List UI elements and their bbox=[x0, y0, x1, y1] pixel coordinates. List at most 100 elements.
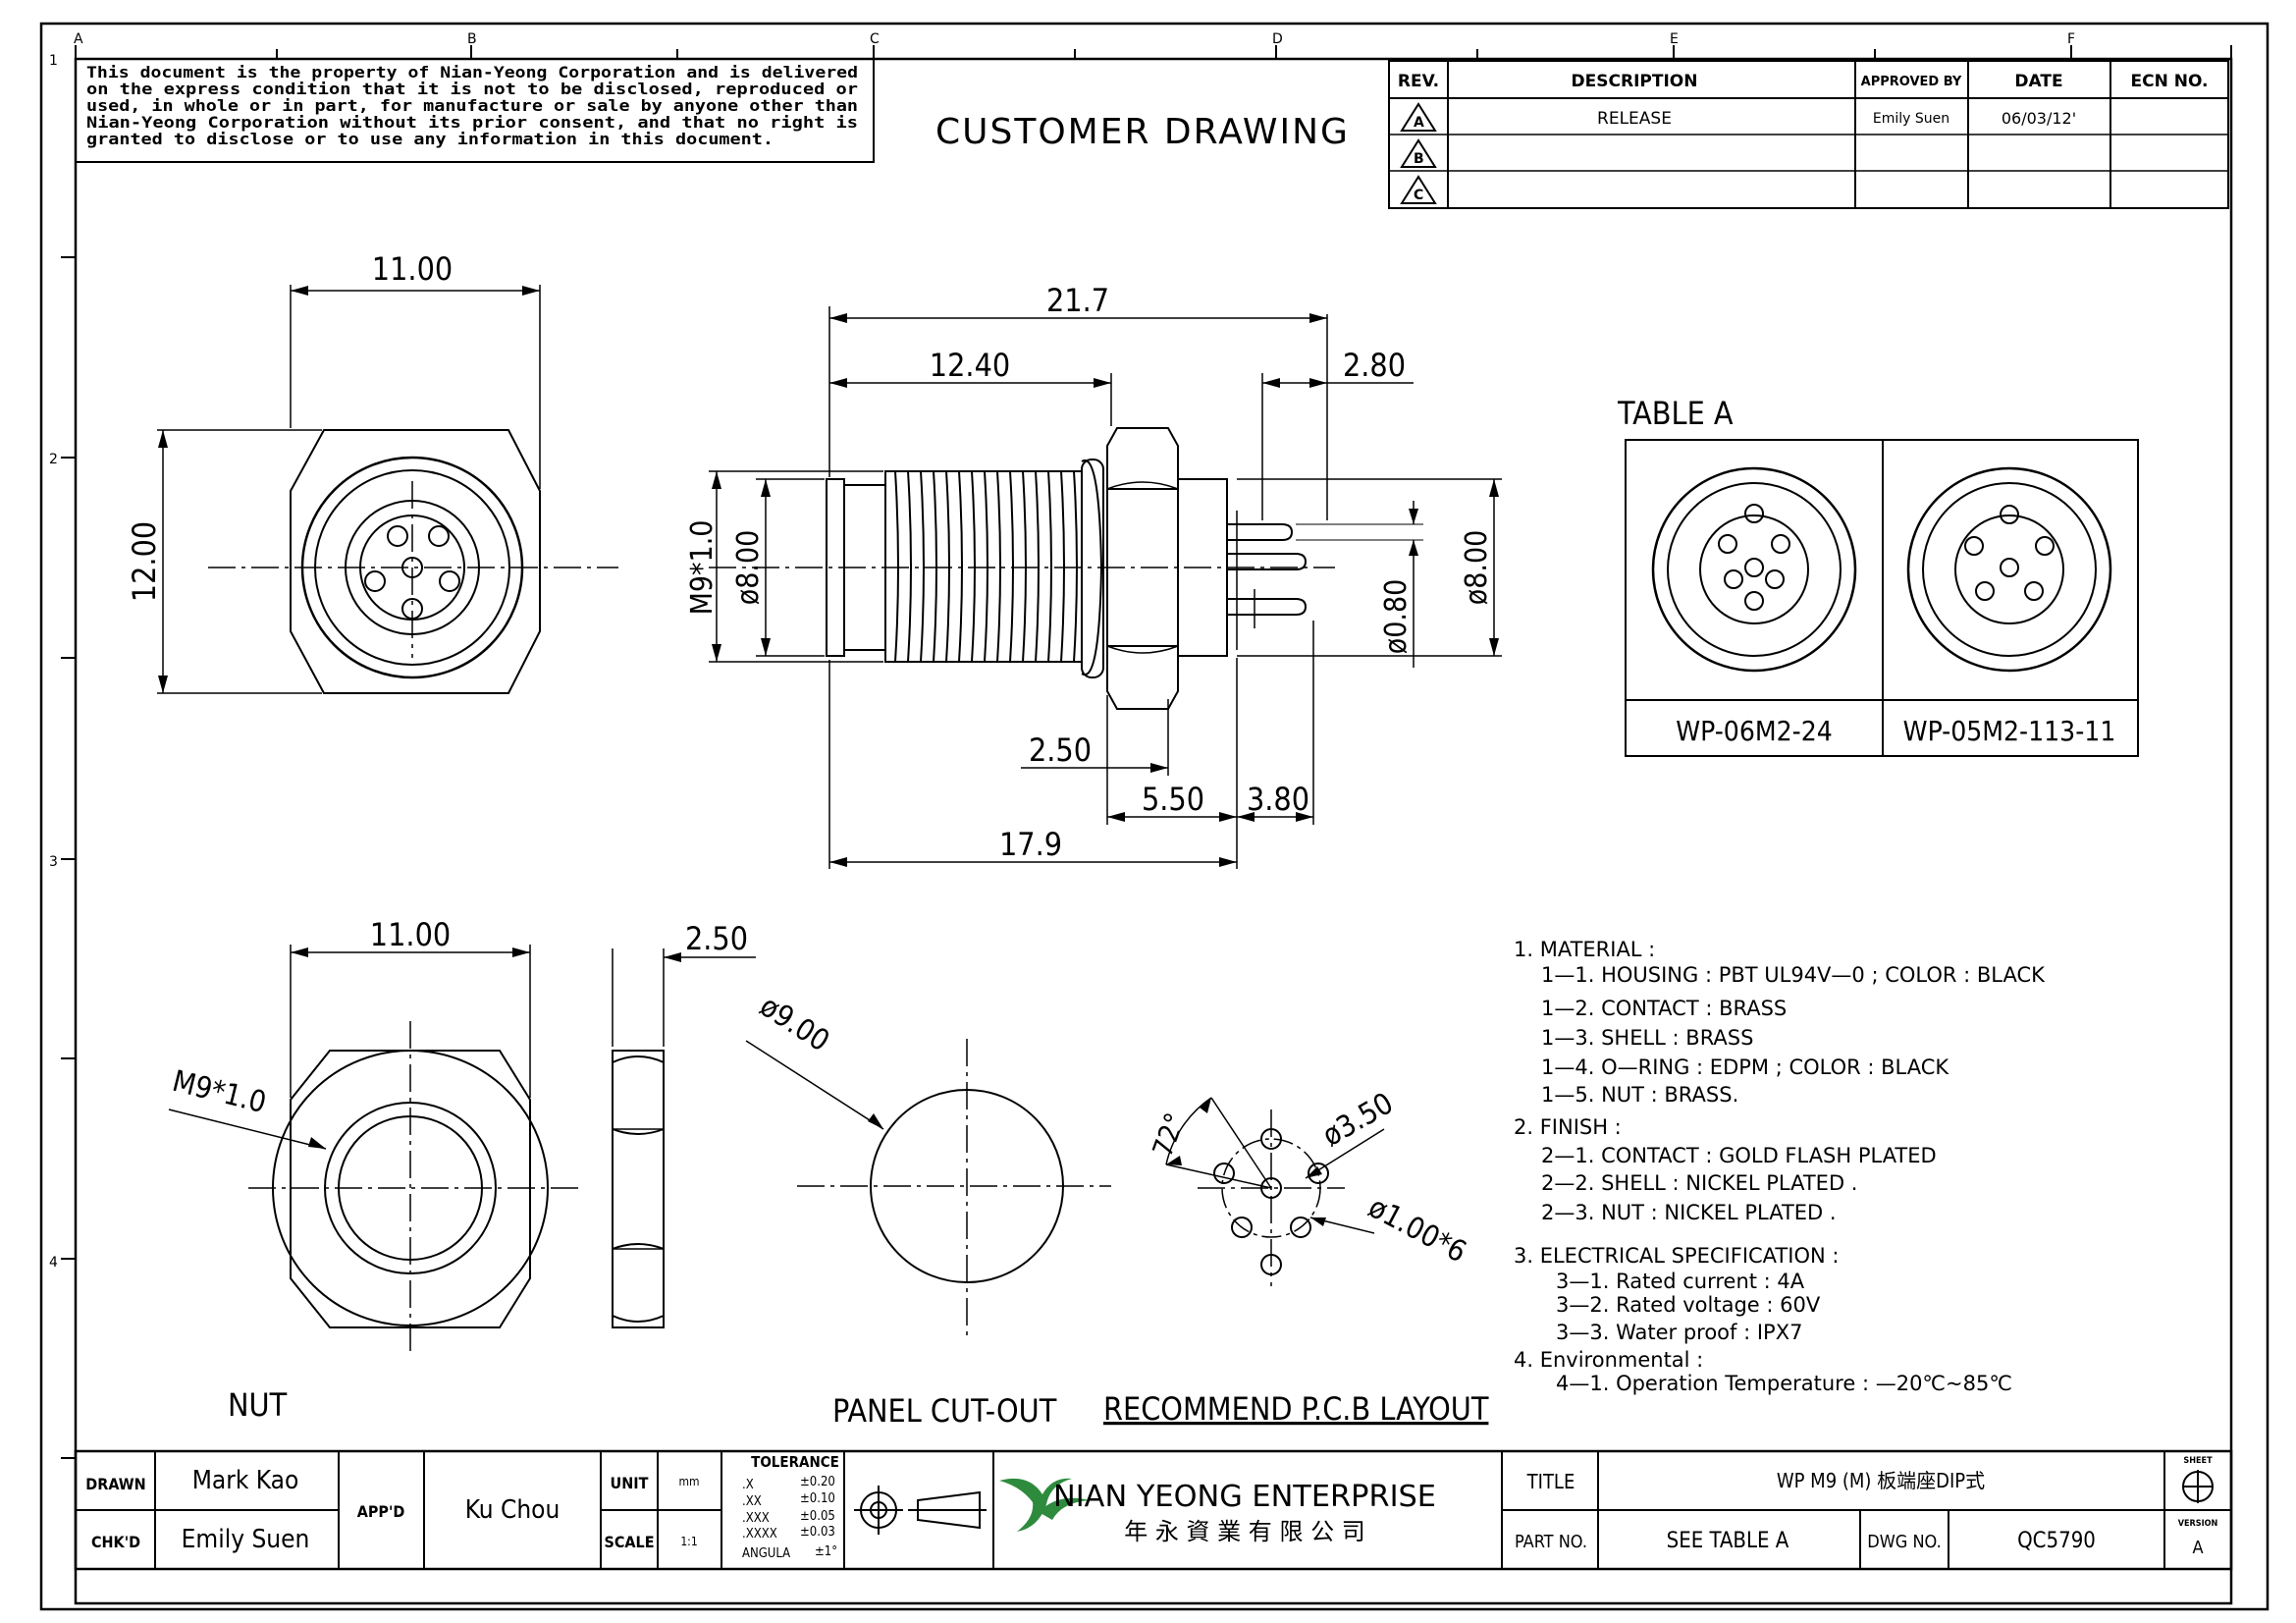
note-line: 3—2. Rated voltage : 60V bbox=[1556, 1293, 1821, 1317]
side-pin-length-dim: 2.80 bbox=[1343, 347, 1406, 384]
tb-tolerance-title: TOLERANCE bbox=[751, 1453, 839, 1471]
tb-scale-label: SCALE bbox=[604, 1533, 654, 1551]
side-rear-dia-dim: ø8.00 bbox=[1460, 530, 1494, 606]
notice-line: on the express condition that it is not … bbox=[86, 80, 858, 98]
note-line: 4—1. Operation Temperature : —20℃~85℃ bbox=[1556, 1372, 2012, 1395]
front-width-dim: 11.00 bbox=[372, 250, 453, 288]
side-pin-offset-dim: 3.80 bbox=[1247, 781, 1309, 818]
grid-col-f: F bbox=[2067, 31, 2075, 47]
rev-header-description: DESCRIPTION bbox=[1572, 72, 1698, 91]
tb-tol-val: ±1° bbox=[815, 1544, 837, 1559]
table-a-part-2: WP-05M2-113-11 bbox=[1903, 715, 2116, 747]
tb-tol-val: ±0.05 bbox=[800, 1509, 835, 1524]
tb-chkd-name: Emily Suen bbox=[182, 1525, 310, 1554]
side-body-length-dim: 17.9 bbox=[999, 826, 1062, 863]
note-line: 2—1. CONTACT : GOLD FLASH PLATED bbox=[1541, 1144, 1937, 1167]
inner-border bbox=[74, 57, 2233, 1605]
nut-caption: NUT bbox=[228, 1386, 288, 1424]
tb-version-value: A bbox=[2192, 1538, 2203, 1558]
revision-table: REV. DESCRIPTION APPROVED BY DATE ECN NO… bbox=[1388, 60, 2229, 209]
side-view: 21.7 12.40 2.80 M9*1.0 ø8.00 ø0.80 ø8.00 bbox=[685, 282, 1502, 869]
grid-col-e: E bbox=[1670, 31, 1679, 47]
panel-cutout-caption: PANEL CUT-OUT bbox=[832, 1392, 1057, 1430]
title-block: DRAWN Mark Kao CHK'D Emily Suen APP'D Ku… bbox=[74, 1449, 2233, 1571]
grid-col-d: D bbox=[1272, 31, 1283, 47]
grid-row-labels: 1 2 3 4 bbox=[49, 53, 58, 1271]
notice-text: This document is the property of Nian-Ye… bbox=[86, 63, 858, 148]
tb-drawn-name: Mark Kao bbox=[192, 1466, 299, 1495]
tb-title-value: WP M9 (M) 板端座DIP式 bbox=[1777, 1469, 1985, 1492]
notice-line: granted to disclose or to use any inform… bbox=[86, 130, 774, 148]
tb-tol-val: ±0.10 bbox=[800, 1491, 835, 1506]
pcb-pitch-dia-dim: ø3.50 bbox=[1317, 1086, 1400, 1154]
sheet-symbol-icon bbox=[2182, 1470, 2214, 1503]
tb-version-label: VERSION bbox=[2178, 1519, 2218, 1529]
tb-drawn-label: DRAWN bbox=[85, 1475, 145, 1493]
note-line: 1—4. O—RING : EDPM ; COLOR : BLACK bbox=[1541, 1055, 1949, 1079]
nut-width-dim: 11.00 bbox=[370, 916, 451, 953]
table-a-title: TABLE A bbox=[1617, 395, 1734, 432]
grid-row-3: 3 bbox=[49, 854, 58, 870]
side-nut-width-dim: 5.50 bbox=[1142, 781, 1204, 818]
rev-b-label: B bbox=[1414, 151, 1424, 167]
drawing-title: CUSTOMER DRAWING bbox=[935, 112, 1350, 152]
tb-dwg-no-label: DWG NO. bbox=[1867, 1532, 1941, 1552]
note-line: 1—3. SHELL : BRASS bbox=[1541, 1026, 1753, 1050]
table-a-part-1: WP-06M2-24 bbox=[1676, 715, 1833, 747]
rev-a-approved: Emily Suen bbox=[1873, 111, 1949, 127]
rev-header-ecn: ECN NO. bbox=[2131, 72, 2209, 91]
tb-title-label: TITLE bbox=[1526, 1470, 1575, 1493]
pcb-angle-dim: 72° bbox=[1147, 1109, 1192, 1161]
grid-col-c: C bbox=[870, 31, 880, 47]
grid-col-a: A bbox=[74, 31, 83, 47]
nut-thickness-dim: 2.50 bbox=[685, 920, 748, 957]
note-line: 3—3. Water proof : IPX7 bbox=[1556, 1321, 1802, 1344]
tb-appd-label: APP'D bbox=[357, 1502, 405, 1521]
pcb-layout: 72° ø3.50 ø1.00*6 RECOMMEND P.C.B LAYOUT bbox=[1103, 1086, 1489, 1428]
tb-tol-key: .XXX bbox=[742, 1511, 770, 1526]
rev-header-rev: REV. bbox=[1398, 72, 1439, 91]
note-line: 4. Environmental : bbox=[1514, 1348, 1703, 1372]
rev-header-approved: APPROVED BY bbox=[1861, 75, 1962, 89]
front-view: 11.00 12.00 bbox=[126, 250, 618, 694]
projection-symbol-icon bbox=[854, 1486, 987, 1535]
grid-ticks bbox=[61, 45, 2232, 1459]
tb-unit-label: UNIT bbox=[611, 1474, 649, 1492]
rev-c-label: C bbox=[1414, 188, 1423, 203]
side-thread-length-dim: 12.40 bbox=[930, 347, 1010, 384]
note-line: 1—5. NUT : BRASS. bbox=[1541, 1083, 1738, 1107]
rev-a-label: A bbox=[1414, 115, 1424, 131]
notice-line: This document is the property of Nian-Ye… bbox=[86, 63, 858, 81]
tb-scale-value: 1:1 bbox=[680, 1535, 697, 1548]
tb-chkd-label: CHK'D bbox=[91, 1533, 140, 1551]
grid-col-b: B bbox=[467, 31, 477, 47]
notice-line: Nian-Yeong Corporation without its prior… bbox=[86, 113, 858, 132]
tb-tol-key: .X bbox=[742, 1478, 754, 1492]
tb-tol-val: ±0.03 bbox=[800, 1525, 835, 1540]
notes: 1. MATERIAL : 1—1. HOUSING : PBT UL94V—0… bbox=[1514, 938, 2046, 1395]
note-line: 1—2. CONTACT : BRASS bbox=[1541, 997, 1787, 1020]
tb-unit-value: mm bbox=[678, 1475, 699, 1488]
pcb-layout-caption: RECOMMEND P.C.B LAYOUT bbox=[1103, 1390, 1489, 1428]
side-pin-dia-dim: ø0.80 bbox=[1379, 579, 1414, 655]
rev-header-date: DATE bbox=[2014, 72, 2062, 91]
notice-box bbox=[75, 58, 875, 163]
notice-line: used, in whole or in part, for manufactu… bbox=[86, 96, 858, 115]
panel-cutout-dia-dim: ø9.00 bbox=[754, 989, 835, 1058]
nut-thread-label: M9*1.0 bbox=[169, 1064, 269, 1120]
side-overall-length-dim: 21.7 bbox=[1046, 282, 1109, 319]
tb-company-name: NIAN YEONG ENTERPRISE bbox=[1053, 1480, 1436, 1514]
side-body-dia-dim: ø8.00 bbox=[731, 530, 766, 606]
front-height-dim: 12.00 bbox=[126, 521, 163, 602]
tb-sheet-label: SHEET bbox=[2183, 1456, 2213, 1466]
nut-view: 11.00 M9*1.0 2.50 NUT bbox=[168, 916, 756, 1424]
note-line: 1. MATERIAL : bbox=[1514, 938, 1655, 961]
rev-a-date: 06/03/12' bbox=[2002, 109, 2076, 128]
note-line: 2—2. SHELL : NICKEL PLATED . bbox=[1541, 1171, 1857, 1195]
side-nut-offset-dim: 2.50 bbox=[1029, 731, 1092, 769]
note-line: 3—1. Rated current : 4A bbox=[1556, 1270, 1805, 1293]
rev-a-description: RELEASE bbox=[1597, 109, 1672, 129]
tb-part-no-label: PART NO. bbox=[1515, 1532, 1587, 1552]
side-thread-label: M9*1.0 bbox=[685, 520, 720, 616]
